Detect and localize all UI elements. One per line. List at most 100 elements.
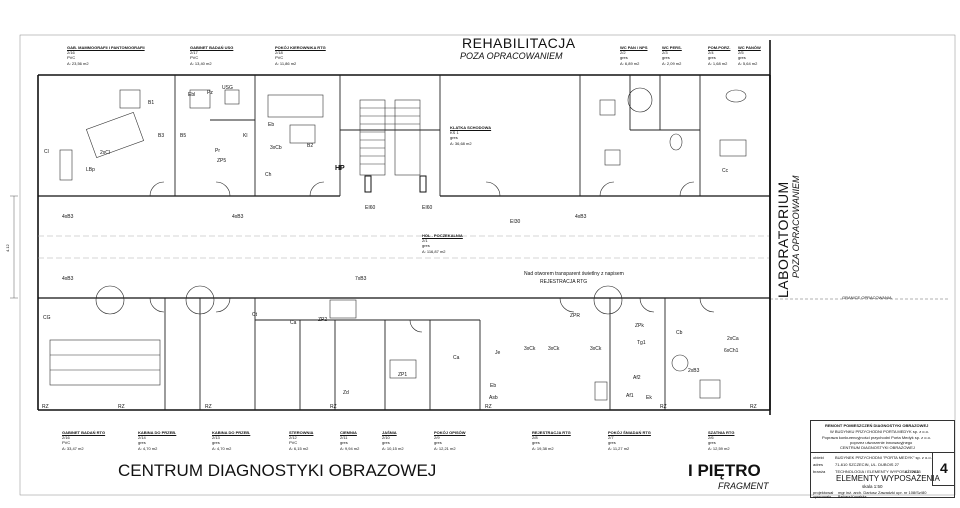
equipment-label: B1 bbox=[148, 100, 155, 106]
dimension-label: 4.12 bbox=[5, 244, 10, 252]
equipment-label: Je bbox=[495, 350, 501, 356]
equipment-label: EI60 bbox=[422, 205, 433, 211]
sheet-number: 4 bbox=[940, 460, 948, 476]
title-block-sheet-cell bbox=[932, 452, 955, 486]
equipment-label: RZ bbox=[750, 404, 757, 410]
equipment-label: EI60 bbox=[365, 205, 376, 211]
transparent-note: Nad otworem transparent świetlny z napis… bbox=[524, 271, 624, 277]
drafter-value: Barbara Kowalska bbox=[838, 495, 867, 499]
drawing-scale: skala 1:50 bbox=[862, 484, 883, 489]
lab-title: LABORATORIUM bbox=[775, 181, 791, 298]
obiekt-label: obiekt bbox=[813, 455, 824, 460]
equipment-label: RZ bbox=[118, 404, 125, 410]
registration-note: REJESTRACJA RTG bbox=[540, 279, 588, 285]
equipment-label: Af1 bbox=[626, 393, 634, 399]
equipment-label: CG bbox=[43, 315, 51, 321]
equipment-label: Ct bbox=[252, 312, 257, 318]
equipment-label: Eb bbox=[268, 122, 275, 128]
equipment-label: B2 bbox=[307, 143, 314, 149]
designer-label: projektował bbox=[813, 490, 834, 495]
equipment-label: 4xB3 bbox=[62, 214, 74, 220]
equipment-label: Ca bbox=[453, 355, 460, 361]
equipment-label: USG bbox=[222, 85, 233, 91]
equipment-label: 4xB3 bbox=[62, 276, 74, 282]
column-grid bbox=[38, 235, 950, 300]
equipment-label: Pr bbox=[215, 148, 220, 154]
branza-value: TECHNOLOGIA / ELEMENTY WYPOSAŻENIA bbox=[835, 469, 920, 474]
equipment-label: Cc bbox=[722, 168, 729, 174]
fire-doors bbox=[364, 175, 427, 193]
equipment-label: Ebl bbox=[188, 92, 196, 98]
equipment-label: 2xB3 bbox=[688, 368, 700, 374]
equipment-label: Cl bbox=[44, 149, 49, 155]
drafter-label: opracowała bbox=[813, 495, 831, 499]
equipment-label: 3xCk bbox=[548, 346, 560, 352]
equipment-label: RZ bbox=[660, 404, 667, 410]
adres-value: 71-610 SZCZECIN, UL. DUBOIS 27 bbox=[835, 462, 900, 467]
equipment-label: RZ bbox=[485, 404, 492, 410]
equipment-label: 6xCh1 bbox=[724, 348, 739, 354]
partitions-bottom bbox=[164, 298, 666, 410]
equipment-label: ZPR bbox=[570, 313, 580, 319]
equipment-label: 4xB3 bbox=[232, 214, 244, 220]
designer-value: mgr inż. arch. Dariusz Zawadzki upr. nr … bbox=[838, 490, 927, 495]
equipment-label: Ek bbox=[646, 395, 652, 401]
project-line3: Poprawa konkurencyjności przychodni Port… bbox=[822, 435, 931, 440]
floor-title: I PIĘTRO bbox=[688, 461, 761, 480]
partitions-top bbox=[174, 75, 701, 196]
branza-label: branża bbox=[813, 469, 826, 474]
equipment-label: Tg1 bbox=[637, 340, 646, 346]
furniture bbox=[49, 89, 747, 401]
rehab-title: REHABILITACJA bbox=[462, 35, 576, 51]
equipment-label: 2xCl bbox=[100, 150, 111, 156]
equipment-label: Pz bbox=[207, 90, 213, 96]
fragment-label: FRAGMENT bbox=[718, 481, 769, 491]
sheet-frame bbox=[19, 34, 956, 496]
equipment-label: Zd bbox=[343, 390, 349, 396]
equipment-label: RZ bbox=[205, 404, 212, 410]
date-value: 07. 2013 bbox=[905, 469, 921, 474]
equipment-label: B3 bbox=[158, 133, 165, 139]
equipment-label: ZP5 bbox=[217, 158, 227, 164]
drawing-name: ELEMENTY WYPOSAŻENIA bbox=[836, 474, 940, 483]
equipment-label: 2xCa bbox=[727, 336, 739, 342]
equipment-label: Cb bbox=[676, 330, 683, 336]
equipment-label: HP bbox=[335, 165, 345, 172]
project-building: W BUDYNKU PRZYCHODNI PORTA MEDYK sp. z o… bbox=[830, 429, 929, 434]
project-title: REMONT POMIESZCZEŃ DIAGNOSTYKI OBRAZOWEJ bbox=[825, 423, 929, 428]
equipment-label: 4xB3 bbox=[575, 214, 587, 220]
adres-label: adres bbox=[813, 462, 824, 467]
equipment-label: 3xCb bbox=[270, 145, 282, 151]
equipment-label: ZP1 bbox=[398, 372, 408, 378]
centrum-title: CENTRUM DIAGNOSTYKI OBRAZOWEJ bbox=[118, 461, 437, 480]
equipment-label: EI30 bbox=[510, 219, 521, 225]
equipment-label: Kl bbox=[243, 133, 248, 139]
doors bbox=[95, 87, 715, 333]
obiekt-value: BUDYNEK PRZYCHODNI "PORTA MEDYK" sp. z o… bbox=[835, 455, 932, 460]
title-block-grid bbox=[810, 452, 955, 453]
equipment-label: Ch bbox=[265, 172, 272, 178]
equipment-label: 7xB3 bbox=[355, 276, 367, 282]
dimension-left bbox=[10, 195, 18, 299]
equipment-label: ZP2 bbox=[318, 317, 328, 323]
equipment-label: Ca bbox=[290, 320, 297, 326]
